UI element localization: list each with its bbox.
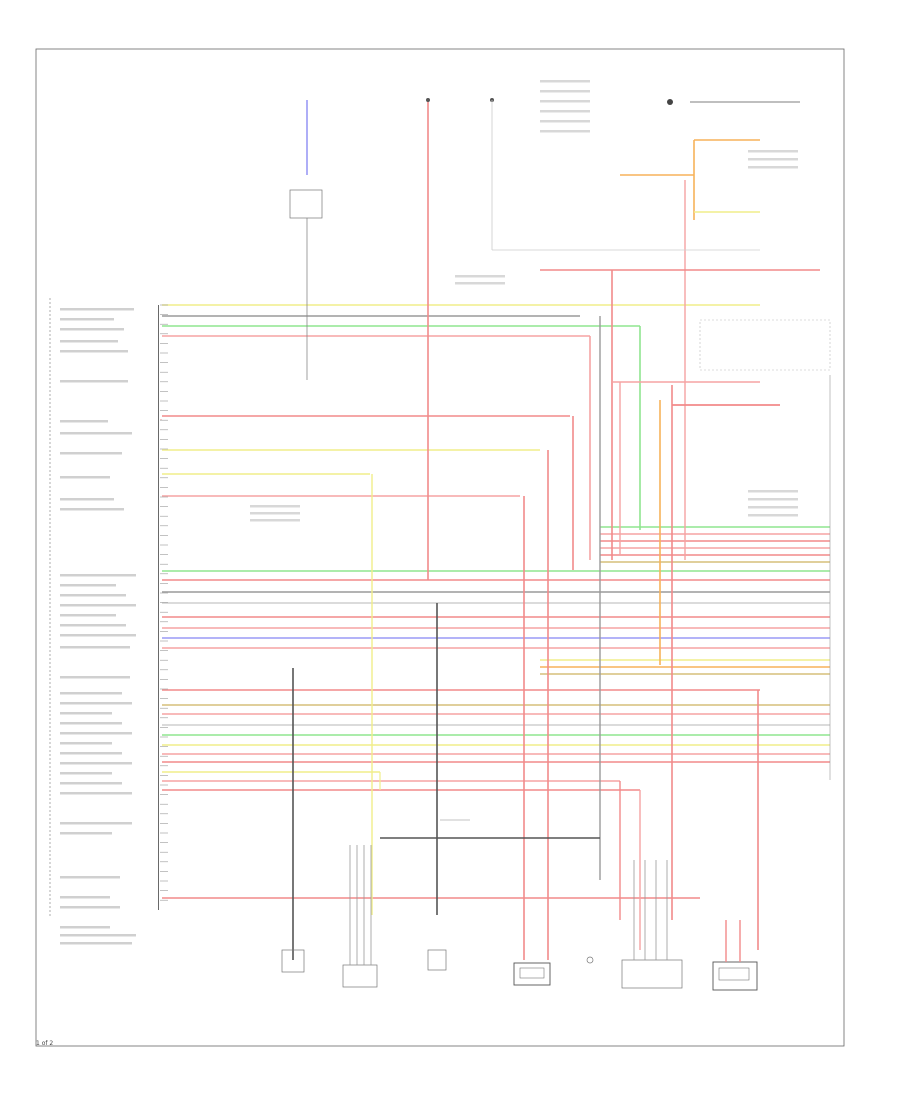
label-placeholder [60,420,108,423]
ground-point [281,949,305,973]
label-placeholder [60,712,112,715]
label-placeholder [60,328,124,331]
label-placeholder [60,614,116,617]
o2-sensor [513,962,551,986]
label-placeholder [60,574,136,577]
footer-code: 1 of 2 [36,1040,54,1047]
label-placeholder [540,130,590,133]
label-placeholder [60,934,136,937]
label-placeholder [60,498,114,501]
label-placeholder [60,692,122,695]
label-placeholder [748,166,798,169]
label-placeholder [748,490,798,493]
label-placeholder [60,340,118,343]
label-placeholder [60,942,132,945]
label-placeholder [540,100,590,103]
label-placeholder [60,676,130,679]
label-placeholder [60,876,120,879]
label-placeholder [60,792,132,795]
label-placeholder [748,506,798,509]
label-placeholder [60,594,126,597]
label-placeholder [60,896,110,899]
relay-node [667,99,673,105]
fuse-node [426,98,430,102]
label-placeholder [540,90,590,93]
label-placeholder [60,584,116,587]
ground-point [586,956,594,964]
label-placeholder [748,498,798,501]
wire-group [160,100,830,960]
label-placeholder [60,906,120,909]
ignition-switch [289,189,323,219]
label-placeholder [60,926,110,929]
label-placeholder [748,150,798,153]
front-o2-sensor-plug [718,967,750,981]
o2-sensor-plug [519,967,545,979]
label-placeholder [60,380,128,383]
label-placeholder [60,318,114,321]
label-placeholder [455,275,505,278]
label-placeholder [250,519,300,522]
label-placeholder [60,350,128,353]
label-placeholder [540,110,590,113]
ecm-left-bracket [158,305,159,910]
label-placeholder [60,732,132,735]
relay-box [699,319,831,371]
label-placeholder [60,752,122,755]
label-placeholder [60,604,136,607]
throttle-sensor [621,959,683,989]
label-placeholder [540,120,590,123]
label-placeholder [748,514,798,517]
label-placeholder [60,452,122,455]
label-placeholder [60,624,126,627]
label-placeholder [60,646,130,649]
label-placeholder [60,308,134,311]
label-placeholder [60,772,112,775]
label-placeholder [60,702,132,705]
label-placeholder [60,432,132,435]
label-placeholder [455,282,505,285]
label-placeholder [250,512,300,515]
label-placeholder [60,832,112,835]
front-o2-sensor [712,961,758,991]
label-placeholder [60,634,136,637]
diagram-border [35,48,845,1047]
label-placeholder [60,782,122,785]
position-sensor [342,964,378,988]
label-placeholder [540,80,590,83]
label-placeholder [60,476,110,479]
component-group [60,80,831,991]
label-placeholder [60,822,132,825]
label-placeholder [748,158,798,161]
label-placeholder [60,762,132,765]
label-placeholder [60,742,112,745]
ground-point [427,949,447,971]
label-placeholder [60,508,124,511]
label-placeholder [60,722,122,725]
label-placeholder [250,505,300,508]
